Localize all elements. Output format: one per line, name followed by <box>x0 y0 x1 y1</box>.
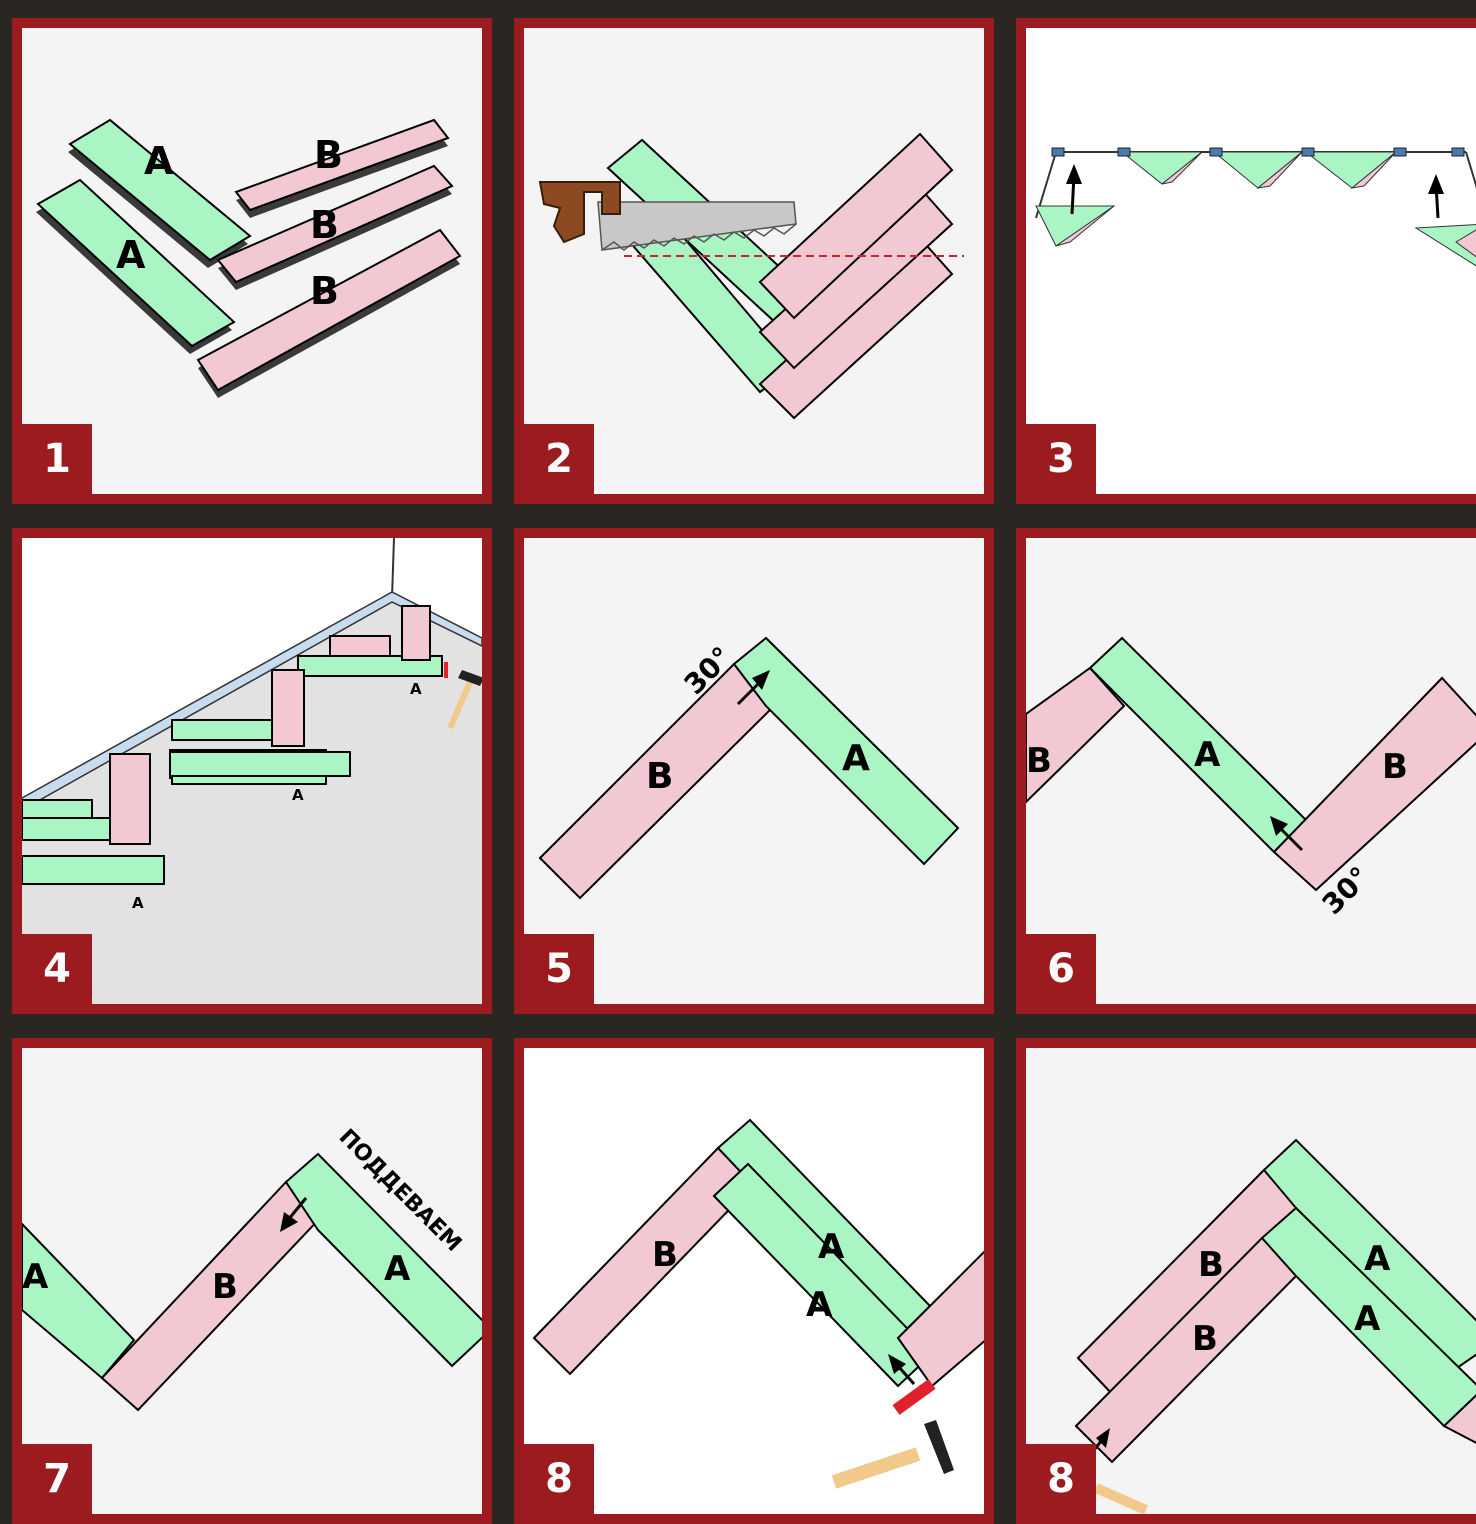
label-b: B <box>310 203 339 247</box>
step-panel-3: 3 <box>1016 18 1476 504</box>
board-b-stack <box>760 134 952 418</box>
step-number-badge: 8 <box>524 1444 594 1514</box>
step-panel-6: B A B 30° 6 <box>1016 528 1476 1014</box>
label-b: B <box>1192 1319 1218 1359</box>
label-b: B <box>314 133 343 177</box>
label-b: B <box>1198 1245 1224 1285</box>
spacer-mark <box>896 1384 932 1410</box>
label-a: A <box>818 1227 845 1267</box>
label-a: A <box>384 1249 411 1289</box>
label-a: A <box>132 894 144 912</box>
step-panel-2: 2 <box>514 18 994 504</box>
step-panel-8: B A A 8 <box>514 1038 994 1524</box>
step-number-badge: 1 <box>22 424 92 494</box>
label-a: A <box>1194 735 1221 775</box>
step-number-badge: 6 <box>1026 934 1096 1004</box>
step-number-badge: 4 <box>22 934 92 1004</box>
label-b: B <box>212 1267 238 1307</box>
label-a: A <box>842 738 870 779</box>
label-b: B <box>652 1235 678 1275</box>
board-a <box>22 1224 134 1378</box>
hammer-icon <box>1096 1488 1146 1510</box>
up-arrow-icon <box>1428 174 1444 218</box>
board-b <box>534 1148 754 1374</box>
step-panel-5: B A 30° 5 <box>514 528 994 1014</box>
label-a: A <box>116 233 146 277</box>
label-a: A <box>22 1257 49 1297</box>
step-number-badge: 2 <box>524 424 594 494</box>
step-number-badge: 5 <box>524 934 594 1004</box>
label-b: B <box>310 269 339 313</box>
label-a: A <box>1354 1299 1381 1339</box>
loose-board-a <box>22 856 164 884</box>
label-b: B <box>1026 741 1052 781</box>
label-b: B <box>1382 747 1408 787</box>
step-number-badge: 3 <box>1026 424 1096 494</box>
loose-board-a <box>170 752 350 776</box>
step-panel-9: B B A A 8 <box>1016 1038 1476 1524</box>
step-panel-4: A A A 4 <box>12 528 492 1014</box>
label-a: A <box>806 1285 833 1325</box>
herringbone-segments <box>1036 152 1476 272</box>
label-a: A <box>410 680 422 698</box>
step-panel-1: A A B B B 1 <box>12 18 492 504</box>
label-b: B <box>646 756 673 797</box>
step-number-badge: 7 <box>22 1444 92 1514</box>
hammer-icon <box>834 1420 954 1482</box>
step-number-badge: 8 <box>1026 1444 1096 1514</box>
label-a: A <box>292 786 304 804</box>
board-b <box>1274 678 1476 890</box>
label-a: A <box>1364 1239 1391 1279</box>
label-a: A <box>144 139 174 183</box>
step-panel-7: A B A ПОДДЕВАЕМ 7 <box>12 1038 492 1524</box>
